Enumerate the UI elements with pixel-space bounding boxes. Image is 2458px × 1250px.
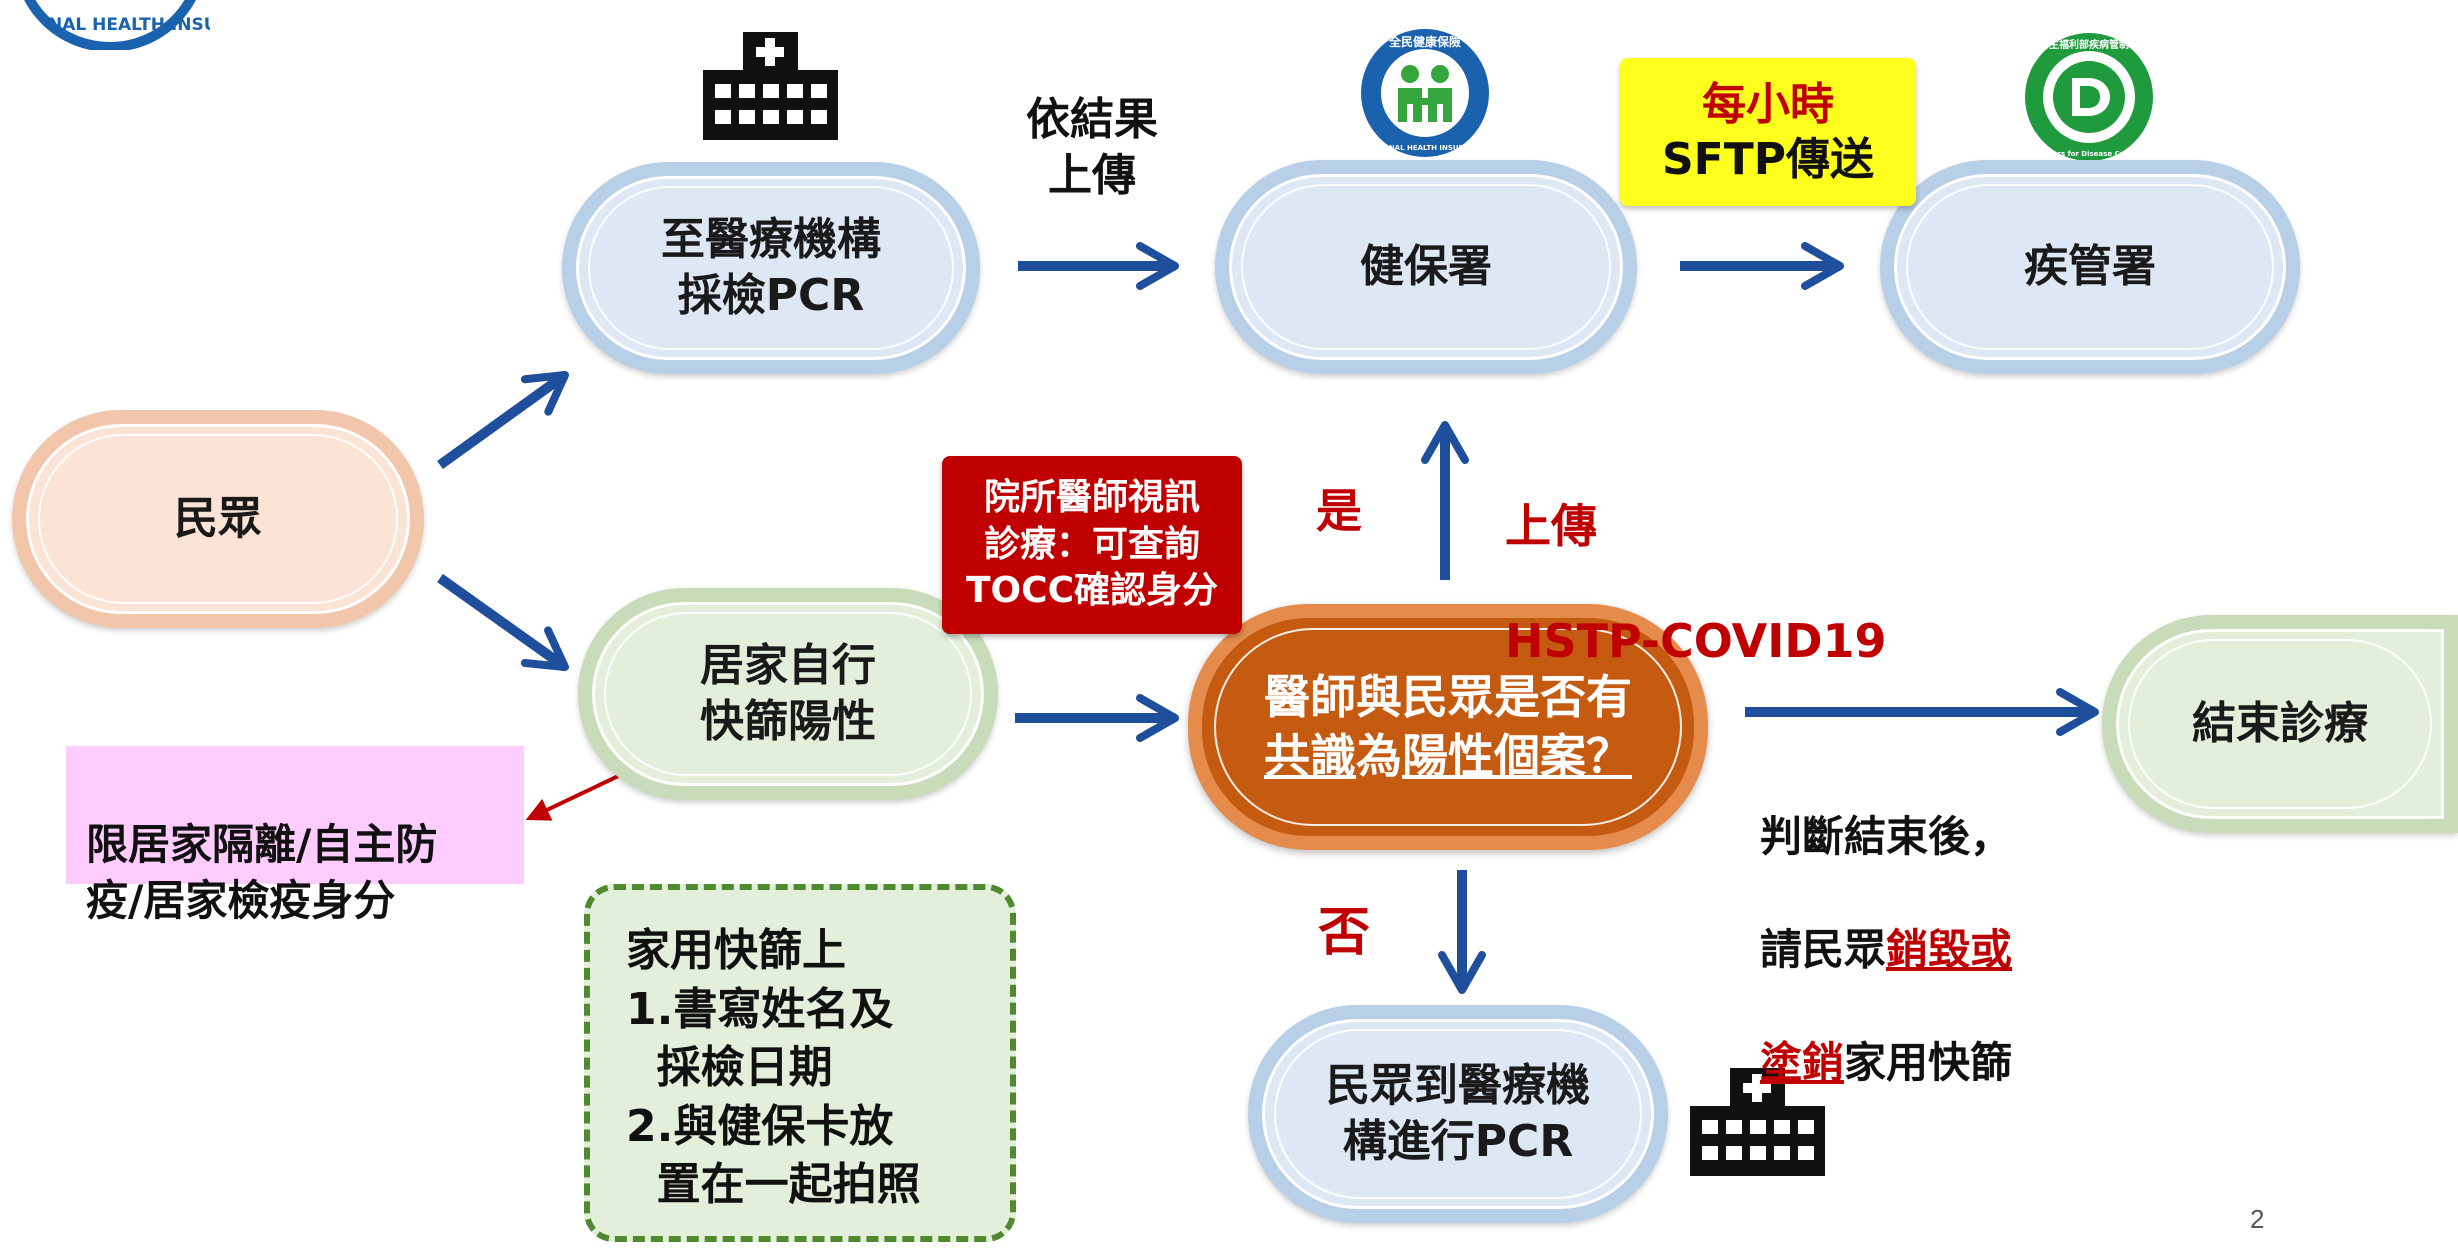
label-upload: 上傳 [1505,498,1597,553]
node-home-test: 居家自行 快篩陽性 [578,588,998,800]
label-yes: 是 [1316,484,1362,538]
label-restriction: 限居家隔離/自主防 疫/居家檢疫身分 [86,819,438,926]
node-goto-pcr-label: 民眾到醫療機 構進行PCR [1326,1059,1590,1167]
hospital-icon [703,32,838,140]
label-sftp: SFTP傳送 [1661,134,1874,185]
nhi-corner-logo-text: NAL HEALTH INSU [48,15,210,35]
nhi-corner-logo-icon: NAL HEALTH INSU [24,0,210,50]
decision-for: 為 [1356,729,1402,783]
home-test-note-line: 2.與健保卡放 [626,1100,894,1152]
decision-consensus: 共識 [1264,729,1356,783]
node-end: 結束診療 [2102,615,2458,833]
label-hstp-covid19: HSTP-COVID19 [1505,613,1887,668]
node-hospital-pcr: 至醫療機構 採檢PCR [562,162,980,374]
cdc-logo-icon: 衛生福利部疾病管制署 Centers for Disease Control [2025,33,2153,161]
node-cdc: 疾管署 [1880,160,2300,374]
node-cdc-label: 疾管署 [2024,240,2156,292]
after-judgement-destroy: 銷毀或 [1886,925,2013,975]
nhi-logo-cn-text: 全民健康保險 [1388,34,1461,49]
after-judgement-ask: 請民眾 [1760,925,1887,975]
page-number: 2 [2250,1204,2265,1234]
decision-question-mark: ？ [1586,729,1632,783]
home-test-note: 家用快篩上 1.書寫姓名及 採檢日期 2.與健保卡放 置在一起拍照 [584,884,1016,1242]
after-judgement-line-3: 塗銷家用快篩 [1760,1035,2012,1092]
arrow-public-to-home-test [437,573,569,672]
home-test-note-line: 家用快篩上 [626,925,846,976]
label-no-text: 否 [1318,903,1371,963]
label-no: 否 [1318,900,1370,967]
node-decision-label: 醫師與民眾是否有共識為陽性個案？ [1264,668,1632,786]
label-upload-by-result: 依結果 上傳 [1026,94,1158,202]
home-test-note-line: 置在一起拍照 [626,1159,921,1211]
cdc-logo-en-text: Centers for Disease Control [2035,150,2144,158]
home-test-note-line: 採檢日期 [626,1042,833,1094]
label-video-consult: 院所醫師視訊 診療：可查詢 TOCC確認身分 [965,476,1218,612]
node-goto-pcr: 民眾到醫療機 構進行PCR [1248,1005,1668,1223]
label-upload-hstp: 上傳 HSTP-COVID19 [1505,440,1887,728]
after-judgement-line-2: 請民眾銷毀或 [1760,922,2012,979]
node-home-test-label: 居家自行 快篩陽性 [700,639,876,747]
nhi-logo-en-text: NATIONAL HEALTH INSURANCE [1365,144,1486,152]
after-judgement-kit: 家用快篩 [1844,1038,2013,1088]
node-nhia-label: 健保署 [1360,240,1492,292]
nhi-logo-icon: 全民健康保險 NATIONAL HEALTH INSURANCE [1361,29,1489,157]
node-nhia: 健保署 [1215,160,1637,374]
restriction-note: 限居家隔離/自主防 疫/居家檢疫身分 [66,746,524,925]
decision-positive-case: 陽性個案 [1402,729,1586,783]
node-end-label: 結束診療 [2192,697,2368,749]
decision-line-1: 醫師與民眾是否有 [1264,670,1632,725]
video-consult-box: 院所醫師視訊 診療：可查詢 TOCC確認身分 [942,456,1242,634]
label-hourly: 每小時 [1701,79,1834,130]
node-hospital-pcr-label: 至醫療機構 採檢PCR [661,213,881,321]
cdc-logo-cn-text: 衛生福利部疾病管制署 [2038,38,2139,51]
hourly-sftp-box: 每小時 SFTP傳送 [1620,58,1916,206]
after-judgement-note: 判斷結束後， 請民眾銷毀或 塗銷家用快篩 [1760,752,2012,1149]
home-test-note-line: 1.書寫姓名及 [626,983,894,1035]
after-judgement-deface: 塗銷 [1760,1038,1845,1088]
node-public: 民眾 [12,410,424,628]
hospital-icon [1690,1068,1825,1176]
after-judgement-line-1: 判斷結束後， [1760,811,2013,861]
node-public-label: 民眾 [174,492,262,544]
arrow-public-to-hospital [437,370,569,470]
